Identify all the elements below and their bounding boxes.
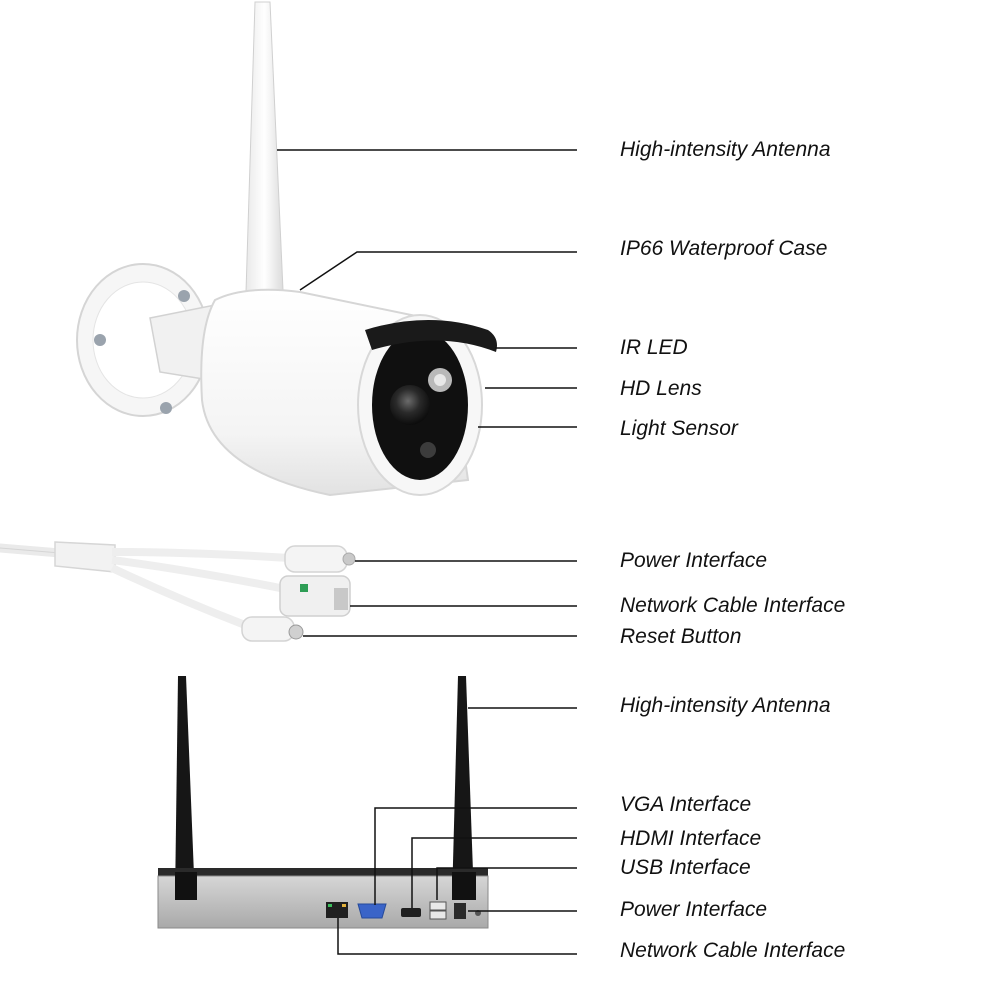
camera-sun-shield [365,320,497,352]
nvr-hdmi-port [401,908,421,917]
camera-antenna [245,1,284,293]
nvr-antenna-left [175,676,195,900]
leader-line [436,867,577,900]
mount-screw-icon [178,290,190,302]
cable-network-jack [279,575,351,617]
bullet-camera [76,1,497,497]
mount-screw-icon [160,402,172,414]
leader-line [411,837,577,908]
leader-line [374,807,577,905]
cable-splitter [54,541,116,573]
camera-cable-assembly [0,541,356,642]
nvr-top-edge [158,868,488,876]
nvr-vga-port [357,903,387,919]
nvr-power-port [454,903,466,919]
cable-reset-button [241,616,295,642]
leader-lines [277,149,577,955]
nvr-recorder [157,676,489,929]
mount-screw-icon [94,334,106,346]
nvr-usb-port [429,901,447,911]
leader-line [337,918,577,955]
leader-line [299,251,577,291]
light-sensor-icon [420,442,436,458]
cable-power-jack [284,545,348,573]
hd-lens-icon [390,385,430,425]
nvr-usb-port [429,910,447,920]
nvr-antenna-right [452,676,474,900]
